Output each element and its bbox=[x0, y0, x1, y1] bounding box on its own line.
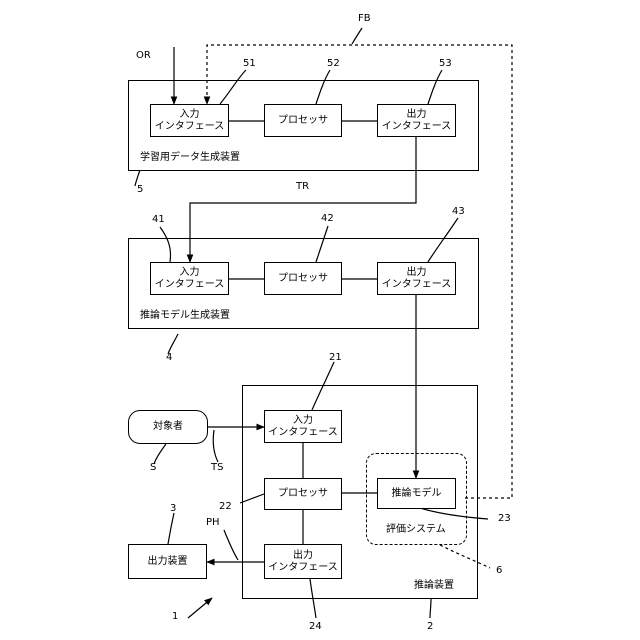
ref-43: 43 bbox=[452, 206, 465, 218]
signal-tr-label: TR bbox=[296, 181, 309, 193]
output-interface-24-line1: 出力 bbox=[293, 550, 313, 562]
processor-22-label: プロセッサ bbox=[278, 488, 328, 500]
input-interface-41: 入力 インタフェース bbox=[150, 262, 229, 295]
input-interface-41-line2: インタフェース bbox=[155, 279, 225, 291]
ref-51: 51 bbox=[243, 58, 256, 70]
input-interface-51-line2: インタフェース bbox=[155, 121, 225, 133]
leader-s bbox=[154, 444, 166, 464]
processor-52-label: プロセッサ bbox=[278, 115, 328, 127]
processor-52: プロセッサ bbox=[264, 104, 342, 137]
input-interface-41-line1: 入力 bbox=[180, 267, 200, 279]
subject-label: 対象者 bbox=[153, 421, 183, 433]
ref-22: 22 bbox=[219, 501, 232, 513]
evaluation-system-label: 評価システム bbox=[386, 524, 446, 536]
ref-2: 2 bbox=[427, 621, 433, 633]
output-interface-24: 出力 インタフェース bbox=[264, 544, 342, 579]
processor-22: プロセッサ bbox=[264, 478, 342, 510]
output-device-label: 出力装置 bbox=[148, 556, 188, 568]
inference-model-generator-name: 推論モデル生成装置 bbox=[140, 310, 230, 322]
system-ref-arrow bbox=[188, 598, 212, 618]
output-interface-53: 出力 インタフェース bbox=[377, 104, 456, 137]
ref-23: 23 bbox=[498, 513, 511, 525]
processor-42-label: プロセッサ bbox=[278, 273, 328, 285]
leader-2 bbox=[430, 599, 431, 618]
signal-ph-label: PH bbox=[206, 517, 220, 529]
signal-ts-label: TS bbox=[211, 462, 223, 474]
ref-41: 41 bbox=[152, 214, 165, 226]
leader-3 bbox=[168, 513, 174, 544]
ref-53: 53 bbox=[439, 58, 452, 70]
signal-or-label: OR bbox=[136, 50, 151, 62]
signal-fb-label: FB bbox=[358, 13, 371, 25]
output-device-box: 出力装置 bbox=[128, 544, 207, 579]
leader-fb bbox=[352, 28, 362, 44]
output-interface-43: 出力 インタフェース bbox=[377, 262, 456, 295]
input-interface-51-line1: 入力 bbox=[180, 109, 200, 121]
learning-data-generator-name: 学習用データ生成装置 bbox=[140, 152, 240, 164]
ref-21: 21 bbox=[329, 352, 342, 364]
inference-model-23-label: 推論モデル bbox=[392, 488, 442, 500]
ref-4: 4 bbox=[166, 352, 172, 364]
ref-42: 42 bbox=[321, 213, 334, 225]
input-interface-21-line1: 入力 bbox=[293, 415, 313, 427]
output-interface-24-line2: インタフェース bbox=[268, 562, 338, 574]
leader-ph bbox=[224, 530, 238, 560]
processor-42: プロセッサ bbox=[264, 262, 342, 295]
ref-3: 3 bbox=[170, 503, 176, 515]
inference-model-23: 推論モデル bbox=[377, 478, 456, 509]
output-interface-43-line2: インタフェース bbox=[382, 279, 452, 291]
ref-6: 6 bbox=[496, 565, 502, 577]
subject-box: 対象者 bbox=[128, 410, 208, 444]
leader-ts bbox=[213, 430, 218, 462]
output-interface-43-line1: 出力 bbox=[407, 267, 427, 279]
output-interface-53-line2: インタフェース bbox=[382, 121, 452, 133]
ref-s: S bbox=[150, 462, 156, 474]
input-interface-21: 入力 インタフェース bbox=[264, 410, 342, 443]
inference-device-name: 推論装置 bbox=[414, 580, 454, 592]
input-interface-51: 入力 インタフェース bbox=[150, 104, 229, 137]
ref-1: 1 bbox=[172, 611, 178, 623]
ref-24: 24 bbox=[309, 621, 322, 633]
leader-4 bbox=[168, 334, 178, 354]
ref-52: 52 bbox=[327, 58, 340, 70]
ref-5: 5 bbox=[137, 184, 143, 196]
input-interface-21-line2: インタフェース bbox=[268, 427, 338, 439]
output-interface-53-line1: 出力 bbox=[407, 109, 427, 121]
